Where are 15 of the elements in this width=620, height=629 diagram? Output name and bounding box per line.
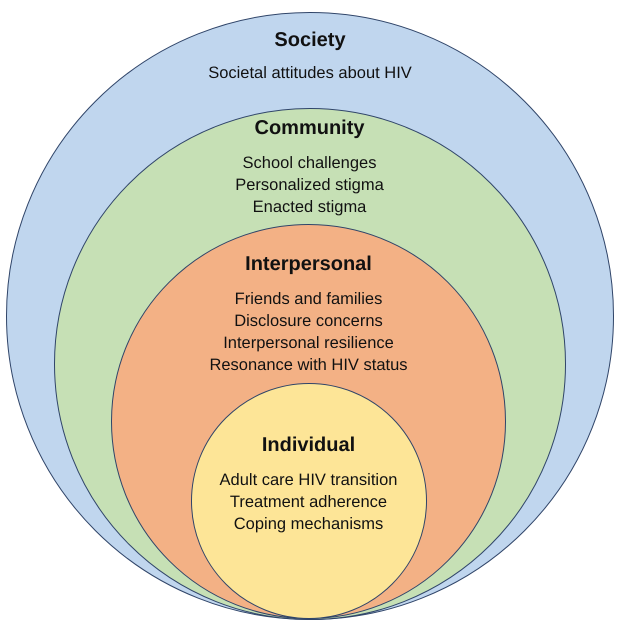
factor-text: Enacted stigma — [252, 197, 366, 218]
factor-text: Resonance with HIV status — [209, 354, 408, 376]
factor-text: Coping mechanisms — [234, 514, 384, 535]
factor-text: Personalized stigma — [235, 175, 384, 196]
factor-text: Adult care HIV transition — [220, 470, 398, 491]
level-heading: Individual — [262, 433, 356, 458]
factor-text: Treatment adherence — [230, 492, 388, 513]
factor-text: Societal attitudes about HIV — [208, 62, 412, 84]
factor-text: Friends and families — [234, 288, 382, 310]
factor-text: School challenges — [242, 153, 376, 174]
level-heading: Interpersonal — [245, 252, 372, 276]
level-heading: Society — [274, 28, 346, 52]
level-heading: Community — [254, 116, 364, 141]
factor-text: Disclosure concerns — [234, 310, 383, 332]
factor-text: Interpersonal resilience — [223, 332, 394, 354]
